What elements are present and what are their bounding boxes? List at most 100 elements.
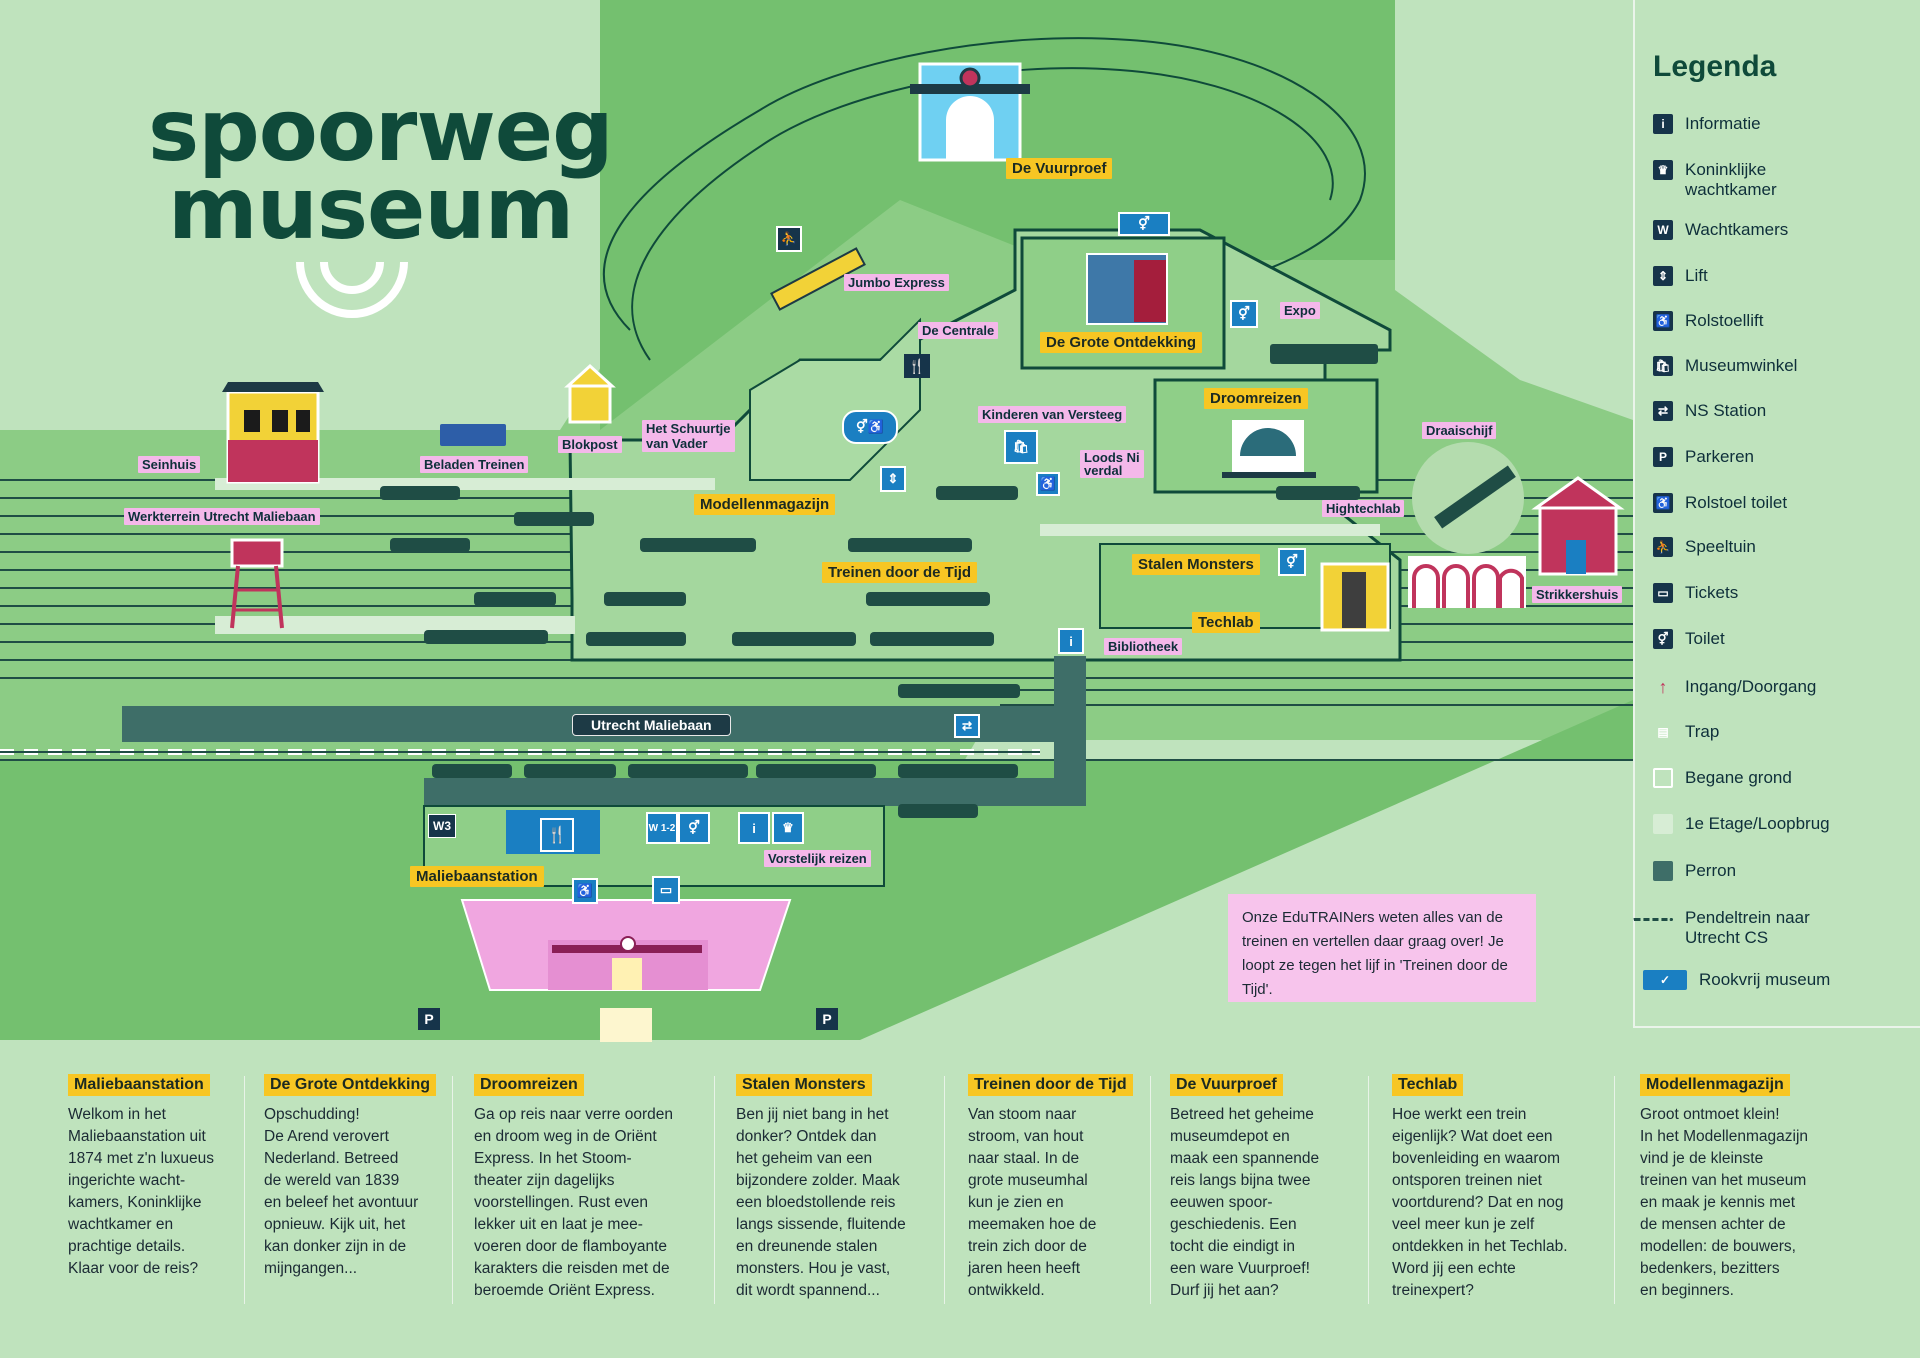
- ns-station-icon: ⇄: [1653, 401, 1673, 421]
- legend-item: ✓Rookvrij museum: [1643, 970, 1899, 990]
- description-heading: Droomreizen: [474, 1074, 584, 1096]
- roundhouse-arches: [1408, 556, 1526, 608]
- toilet-icon-station[interactable]: ⚥: [678, 812, 710, 844]
- label-utrecht-maliebaan[interactable]: Utrecht Maliebaan: [572, 714, 731, 736]
- restaurant-icon-station[interactable]: 🍴: [540, 818, 574, 852]
- de-vuurproef-gate: [910, 62, 1030, 162]
- toilet-icon-stalen-monsters[interactable]: ⚥: [1278, 548, 1306, 576]
- label-de-centrale[interactable]: De Centrale: [918, 322, 999, 339]
- label-vorstelijk-reizen[interactable]: Vorstelijk reizen: [764, 850, 871, 867]
- waiting-room-w3-icon[interactable]: W3: [428, 814, 456, 838]
- legend-item-label: Speeltuin: [1685, 537, 1756, 556]
- label-seinhuis[interactable]: Seinhuis: [138, 456, 201, 473]
- toilet-icon: ⚥: [1653, 629, 1673, 649]
- maliebaanstation-building: [460, 899, 792, 1042]
- column-divider: [1150, 1076, 1151, 1304]
- wheelchair-lift-icon: ♿: [1653, 311, 1673, 331]
- stairs-icon: ▤: [1657, 725, 1669, 739]
- label-beladen-treinen[interactable]: Beladen Treinen: [420, 456, 529, 473]
- legend-item-label: Parkeren: [1685, 447, 1754, 466]
- strikkershuis-building: [1531, 476, 1625, 576]
- label-werkterrein[interactable]: Werkterrein Utrecht Maliebaan: [124, 508, 320, 525]
- description-heading: Treinen door de Tijd: [968, 1074, 1133, 1096]
- royal-waiting-room-icon: ♛: [1653, 160, 1673, 180]
- label-bibliotheek[interactable]: Bibliotheek: [1104, 638, 1183, 655]
- label-kinderen-van-versteeg[interactable]: Kinderen van Versteeg: [978, 406, 1127, 423]
- label-modellenmagazijn[interactable]: Modellenmagazijn: [694, 494, 836, 515]
- royal-waiting-room-icon-map[interactable]: ♛: [772, 812, 804, 844]
- parking-icon-left[interactable]: P: [418, 1008, 440, 1030]
- legend-item-label: Koninklijke wachtkamer: [1685, 160, 1777, 199]
- legend-title: Legenda: [1653, 50, 1777, 83]
- label-draaischijf[interactable]: Draaischijf: [1422, 422, 1497, 439]
- droomreizen-theater: [1222, 420, 1316, 478]
- wheelchair-lift-icon-map[interactable]: ♿: [1036, 472, 1060, 496]
- label-loods-line1: Loods Ni: [1084, 450, 1140, 465]
- label-treinen-door-de-tijd[interactable]: Treinen door de Tijd: [822, 562, 978, 583]
- toilet-accessible-icon[interactable]: ⚥♿: [842, 410, 898, 444]
- outdoor-track-loop: [602, 37, 1366, 331]
- label-hightechlab[interactable]: Hightechlab: [1322, 500, 1405, 517]
- title-line-2: museum: [168, 159, 574, 259]
- label-stalen-monsters[interactable]: Stalen Monsters: [1132, 554, 1260, 575]
- label-strikkershuis[interactable]: Strikkershuis: [1532, 586, 1623, 603]
- label-de-grote-ontdekking[interactable]: De Grote Ontdekking: [1040, 332, 1203, 353]
- legend-item: Pendeltrein naar Utrecht CS: [1633, 908, 1815, 948]
- museum-shop-icon: 🛍: [1653, 356, 1673, 376]
- tickets-icon-map[interactable]: ▭: [652, 876, 680, 904]
- waiting-room-w12-icon[interactable]: W 1-2: [646, 812, 678, 844]
- legend-item: Begane grond: [1653, 768, 1885, 788]
- legend-item-label: Toilet: [1685, 629, 1725, 648]
- tickets-icon: ▭: [1653, 583, 1673, 603]
- legend-item: ♿ Rolstoellift: [1653, 311, 1885, 331]
- restaurant-icon-centrale[interactable]: 🍴: [904, 354, 930, 378]
- label-loods-line2: verdal: [1084, 463, 1123, 478]
- info-icon-station[interactable]: i: [738, 812, 770, 844]
- label-droomreizen[interactable]: Droomreizen: [1204, 388, 1308, 409]
- legend-item: ⇕Lift: [1653, 266, 1885, 286]
- parking-icon-right[interactable]: P: [816, 1008, 838, 1030]
- label-jumbo-express[interactable]: Jumbo Express: [844, 274, 949, 291]
- legend-item-label: Perron: [1685, 861, 1737, 880]
- label-loods-nieuwe-verdal[interactable]: Loods Ni verdal: [1080, 450, 1144, 478]
- toilet-icon-grote-ontdekking[interactable]: ⚥: [1118, 212, 1170, 236]
- label-de-vuurproef[interactable]: De Vuurproef: [1006, 158, 1113, 179]
- seinhuis-building: [222, 382, 324, 484]
- playground-icon-map[interactable]: ⛹: [776, 226, 802, 252]
- label-blokpost[interactable]: Blokpost: [558, 436, 622, 453]
- info-icon-entrance[interactable]: i: [1058, 628, 1084, 654]
- legend-item-label: Tickets: [1685, 583, 1739, 602]
- jumbo-express-train: [770, 247, 866, 311]
- description-body: Betreed het geheime museumdepot en maak …: [1170, 1106, 1320, 1299]
- description-body: Opschudding! De Arend verovert Nederland…: [264, 1106, 419, 1277]
- legend-item-label: Rolstoellift: [1685, 311, 1764, 330]
- info-icon: i: [1653, 114, 1673, 134]
- ns-station-icon-map[interactable]: ⇄: [954, 714, 980, 738]
- museum-shop-icon-map[interactable]: 🛍: [1004, 430, 1038, 464]
- legend-item-label: 1e Etage/Loopbrug: [1685, 814, 1830, 833]
- blokpost-building: [564, 363, 616, 424]
- description-heading: Modellenmagazijn: [1640, 1074, 1790, 1096]
- toilet-icon-expo[interactable]: ⚥: [1230, 300, 1258, 328]
- label-expo[interactable]: Expo: [1280, 302, 1320, 319]
- first-floor-swatch: [1653, 814, 1673, 834]
- parking-icon: P: [1653, 447, 1673, 467]
- description-heading: De Vuurproef: [1170, 1074, 1283, 1096]
- label-techlab[interactable]: Techlab: [1192, 612, 1260, 633]
- platform-swatch: [1653, 861, 1673, 881]
- wheelchair-toilet-icon-map[interactable]: ♿: [572, 878, 598, 904]
- label-maliebaanstation[interactable]: Maliebaanstation: [410, 866, 544, 887]
- lift-icon-map[interactable]: ⇕: [880, 466, 906, 492]
- label-het-schuurtje-van-vader[interactable]: Het Schuurtje van Vader: [642, 420, 735, 452]
- platform-lower: [424, 778, 1084, 806]
- label-schuurtje-line1: Het Schuurtje: [646, 421, 731, 436]
- legend-item-label: Lift: [1685, 266, 1708, 285]
- column-divider: [944, 1076, 945, 1304]
- legend-item: ⇄NS Station: [1653, 401, 1885, 421]
